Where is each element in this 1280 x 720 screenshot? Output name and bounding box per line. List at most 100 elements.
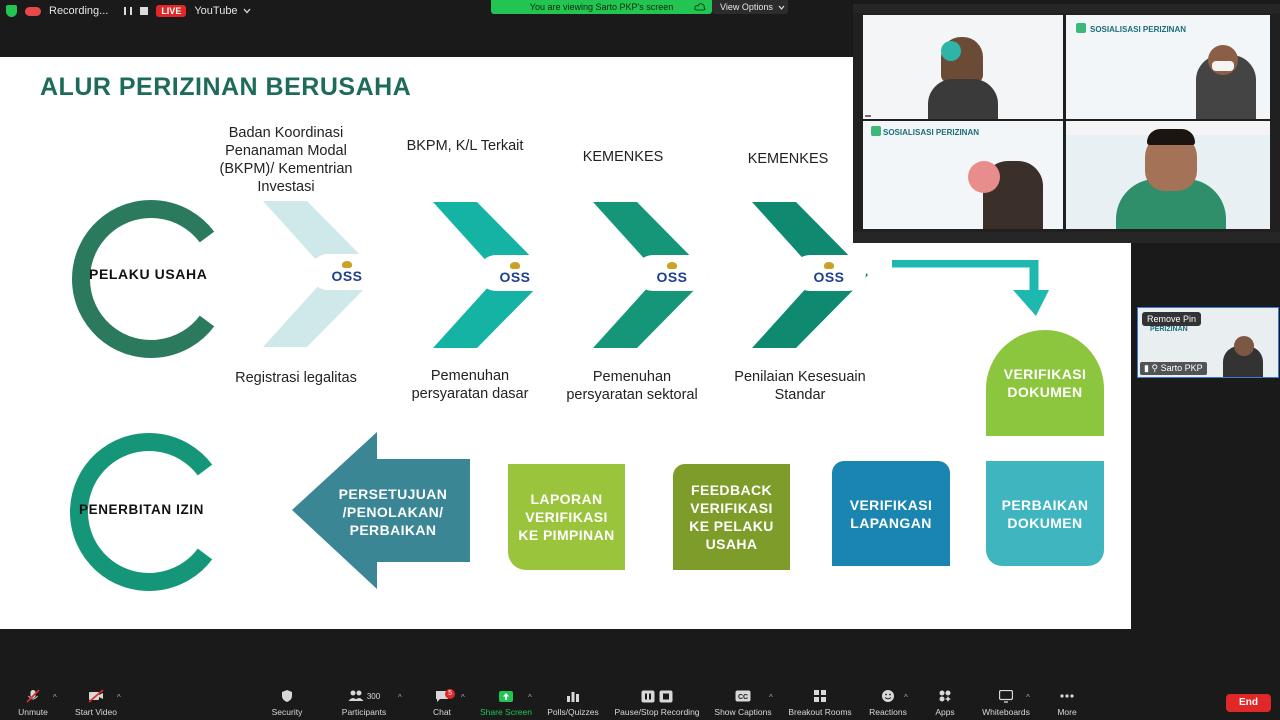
flow-arrow-down — [892, 260, 1049, 316]
show-captions-button[interactable]: CC Show Captions — [712, 685, 774, 720]
participant-tile-2[interactable]: SOSIALISASI PERIZINAN — [1066, 15, 1270, 119]
garuda-emblem-icon — [667, 262, 677, 269]
chevron-down-icon — [778, 5, 785, 10]
oss-logo-text: OSS — [656, 269, 688, 285]
captions-icon: CC — [735, 689, 751, 703]
step-activity-4: Penilaian Kesesuain Standar — [734, 369, 866, 403]
step-authority-1: Badan Koordinasi Penanaman Modal (BKPM)/… — [219, 125, 353, 195]
reactions-button[interactable]: Reactions — [866, 685, 910, 720]
whiteboards-button[interactable]: Whiteboards — [978, 685, 1034, 720]
verifikasi-lapangan-box: VERIFIKASI LAPANGAN — [832, 461, 950, 566]
participant-name: Sarto PKP — [1160, 363, 1203, 373]
chat-icon: 5 — [434, 689, 455, 703]
chevron-up-icon[interactable]: ^ — [461, 693, 465, 702]
feedback-box: FEEDBACK VERIFIKASI KE PELAKU USAHA — [673, 464, 790, 570]
participant-tile-4[interactable] — [1066, 121, 1270, 229]
unmute-button[interactable]: Unmute — [14, 685, 52, 720]
shield-icon — [6, 5, 17, 17]
pause-stop-recording-button[interactable]: Pause/Stop Recording — [611, 685, 703, 720]
poster-title: PERIZINAN — [1150, 326, 1188, 333]
participant-tile-1[interactable] — [863, 15, 1063, 119]
end-label: PENERBITAN IZIN — [79, 502, 205, 517]
stop-recording-icon[interactable] — [140, 7, 149, 15]
start-video-button[interactable]: Start Video — [72, 685, 120, 720]
oss-logo-text: OSS — [499, 269, 531, 285]
live-badge[interactable]: LIVE — [156, 5, 187, 17]
chevron-up-icon[interactable]: ^ — [904, 693, 908, 702]
pause-recording-label: Pause/Stop Recording — [614, 707, 700, 717]
ministry-logo-icon — [871, 126, 881, 136]
participant-tile-3[interactable]: SOSIALISASI PERIZINAN — [863, 121, 1063, 229]
remove-pin-button[interactable]: Remove Pin — [1142, 312, 1202, 326]
pinned-participant-tile[interactable]: PERIZINAN Remove Pin ▮ ⚲ Sarto PKP — [1137, 307, 1279, 378]
step-authority-3: KEMENKES — [582, 149, 664, 165]
virtual-background-header — [1066, 121, 1270, 135]
security-button[interactable]: Security — [268, 685, 306, 720]
bar-chart-icon — [565, 689, 581, 703]
participant-head — [1234, 336, 1254, 356]
apps-button[interactable]: Apps — [930, 685, 960, 720]
share-screen-button[interactable]: Share Screen — [478, 685, 534, 720]
polls-label: Polls/Quizzes — [547, 707, 599, 717]
view-options-button[interactable]: View Options — [712, 0, 788, 14]
unmute-label: Unmute — [18, 707, 48, 717]
more-button[interactable]: More — [1052, 685, 1082, 720]
laporan-box: LAPORAN VERIFIKASI KE PIMPINAN — [508, 464, 625, 570]
reactions-label: Reactions — [869, 707, 907, 717]
chat-label: Chat — [433, 707, 451, 717]
persetujuan-label: PERSETUJUAN /PENOLAKAN/ PERBAIKAN — [338, 486, 448, 538]
breakout-rooms-icon — [812, 689, 828, 703]
participants-icon: 300 — [344, 689, 384, 703]
meeting-toolbar: Unmute ^ Start Video ^ Security 300 Part… — [0, 685, 1280, 720]
view-options-label: View Options — [720, 2, 773, 12]
livestream-target[interactable]: YouTube — [194, 5, 251, 17]
end-meeting-button[interactable]: End — [1226, 694, 1271, 712]
captions-label: Show Captions — [714, 707, 772, 717]
oss-logo-1: OSS — [310, 254, 384, 290]
step-authority-4: KEMENKES — [747, 151, 829, 167]
gallery-titlebar — [853, 4, 1280, 13]
more-label: More — [1057, 707, 1077, 717]
chat-button[interactable]: 5 Chat — [428, 685, 456, 720]
polls-button[interactable]: Polls/Quizzes — [544, 685, 602, 720]
apps-icon — [937, 689, 953, 703]
oss-logo-text: OSS — [331, 268, 363, 284]
pause-recording-icon[interactable] — [124, 7, 133, 15]
step-activity-2: Pemenuhan persyaratan dasar — [411, 368, 529, 402]
chevron-down-icon — [243, 8, 251, 14]
verifikasi-dokumen-box: VERIFIKASI DOKUMEN — [986, 330, 1104, 436]
participants-count: 300 — [366, 691, 381, 701]
livestream-target-label: YouTube — [194, 5, 238, 17]
share-screen-icon — [498, 689, 514, 703]
perbaikan-dokumen-box: PERBAIKAN DOKUMEN — [986, 461, 1104, 566]
whiteboards-label: Whiteboards — [982, 707, 1030, 717]
recording-controls: Recording... LIVE YouTube — [6, 3, 251, 19]
shield-icon — [279, 689, 295, 703]
participant-name-tag: ▮ ⚲ Sarto PKP — [1140, 362, 1207, 375]
chevron-up-icon[interactable]: ^ — [398, 693, 402, 702]
slide-title: ALUR PERIZINAN BERUSAHA — [40, 73, 412, 101]
apps-label: Apps — [935, 707, 955, 717]
svg-text:CC: CC — [738, 694, 748, 701]
start-ring-shape — [72, 200, 215, 358]
microphone-muted-icon — [25, 689, 41, 703]
recording-label: Recording... — [49, 5, 109, 17]
gallery-toolbar — [853, 232, 1280, 243]
chevron-up-icon[interactable]: ^ — [53, 693, 57, 702]
step-activity-3: Pemenuhan persyaratan sektoral — [566, 369, 698, 403]
start-video-label: Start Video — [75, 707, 117, 717]
garuda-emblem-icon — [342, 261, 352, 268]
oss-logo-3: OSS — [635, 255, 709, 291]
chat-badge: 5 — [445, 689, 455, 699]
chevron-up-icon[interactable]: ^ — [117, 693, 121, 702]
chevron-up-icon[interactable]: ^ — [769, 693, 773, 702]
garuda-emblem-icon — [824, 262, 834, 269]
chevron-up-icon[interactable]: ^ — [1026, 693, 1030, 702]
breakout-rooms-button[interactable]: Breakout Rooms — [786, 685, 854, 720]
chevron-up-icon[interactable]: ^ — [528, 693, 532, 702]
oss-logo-4: OSS — [792, 255, 866, 291]
persetujuan-arrow-shape — [292, 432, 470, 589]
garuda-emblem-icon — [510, 262, 520, 269]
participants-button[interactable]: 300 Participants — [336, 685, 392, 720]
